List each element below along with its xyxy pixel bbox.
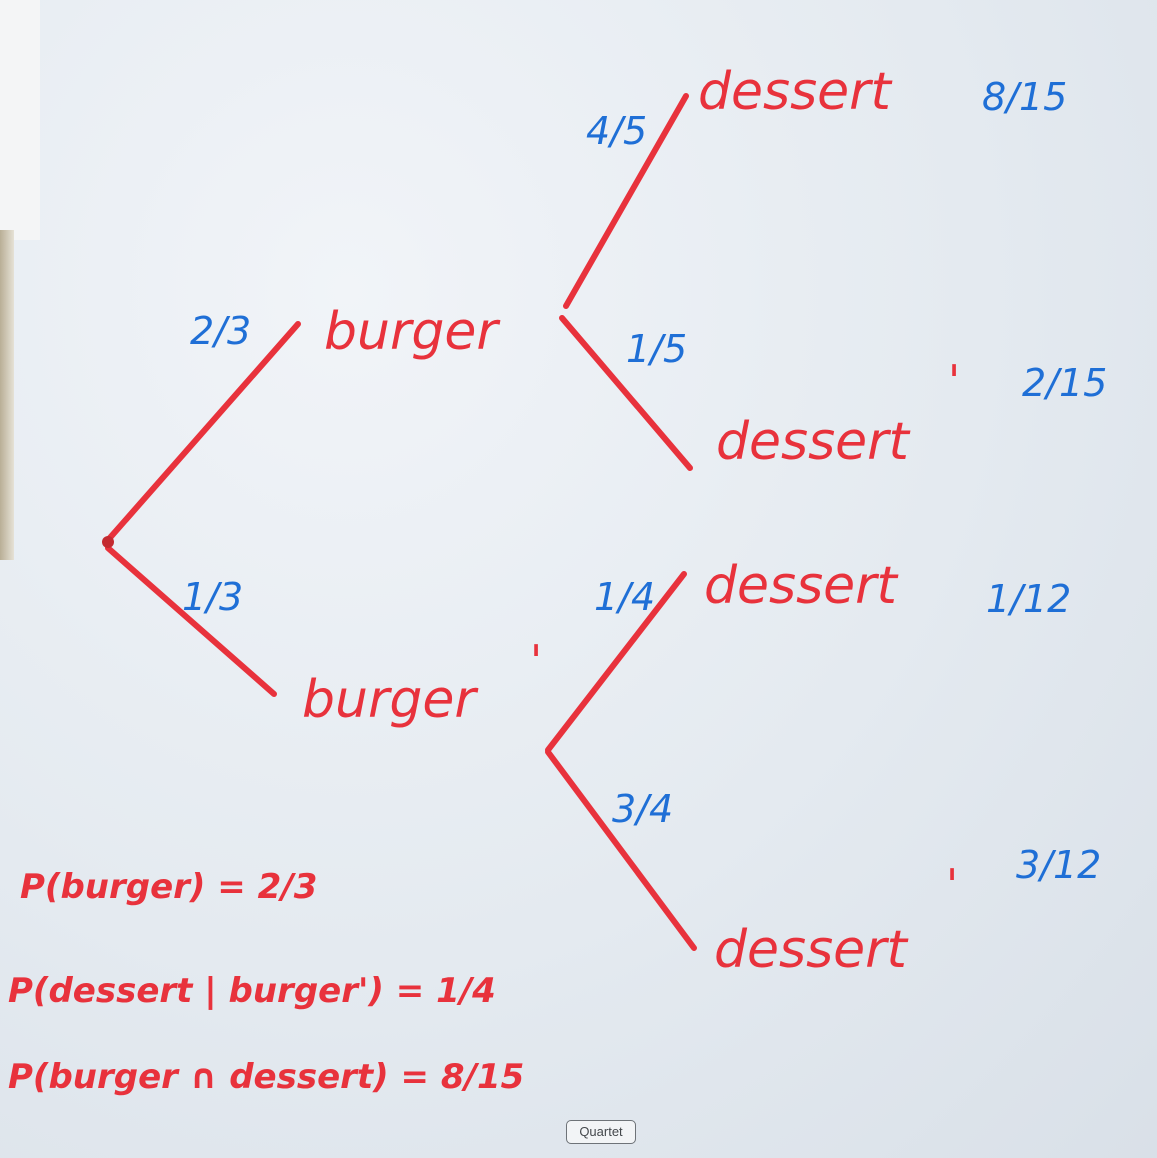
- node-dessert-1: dessert: [698, 62, 891, 122]
- brand-logo: Quartet: [566, 1120, 636, 1144]
- node-burger-prime: burger: [302, 670, 476, 730]
- node-dessert-4: dessert: [714, 920, 907, 980]
- equation-2: P(dessert | burger') = 1/4: [8, 971, 496, 1011]
- prob-dessert-given-burger-prime: 1/4: [594, 575, 656, 619]
- prime-mark: ': [946, 860, 959, 911]
- board-frame-edge: [0, 230, 14, 560]
- prob-dessert-prime-given-burger-prime: 3/4: [612, 787, 674, 831]
- branch-burger-prime-to-dessert: [545, 571, 687, 753]
- prime-mark: ': [530, 636, 543, 687]
- root-node-dot: [102, 536, 114, 548]
- outcome-prob-3: 1/12: [986, 577, 1072, 621]
- branch-burger-to-dessert-prime: [559, 315, 693, 471]
- background-wall: [0, 0, 40, 240]
- equation-1: P(burger) = 2/3: [20, 867, 318, 907]
- prob-dessert-prime-given-burger: 1/5: [626, 327, 688, 371]
- node-burger: burger: [324, 302, 498, 362]
- equation-3: P(burger ∩ dessert) = 8/15: [8, 1057, 525, 1097]
- node-dessert-3: dessert: [704, 556, 897, 616]
- prob-burger-prime: 1/3: [182, 575, 244, 619]
- prob-dessert-given-burger: 4/5: [586, 109, 648, 153]
- node-dessert-2: dessert: [716, 412, 909, 472]
- outcome-prob-4: 3/12: [1016, 843, 1102, 887]
- branch-root-to-burger: [105, 321, 301, 543]
- branch-burger-prime-to-dessert-prime: [545, 749, 697, 951]
- prime-mark: ': [948, 356, 961, 407]
- outcome-prob-1: 8/15: [982, 75, 1068, 119]
- outcome-prob-2: 2/15: [1022, 361, 1108, 405]
- prob-burger: 2/3: [190, 309, 252, 353]
- branch-root-to-burger-prime: [105, 545, 277, 697]
- branch-burger-to-dessert: [563, 93, 689, 309]
